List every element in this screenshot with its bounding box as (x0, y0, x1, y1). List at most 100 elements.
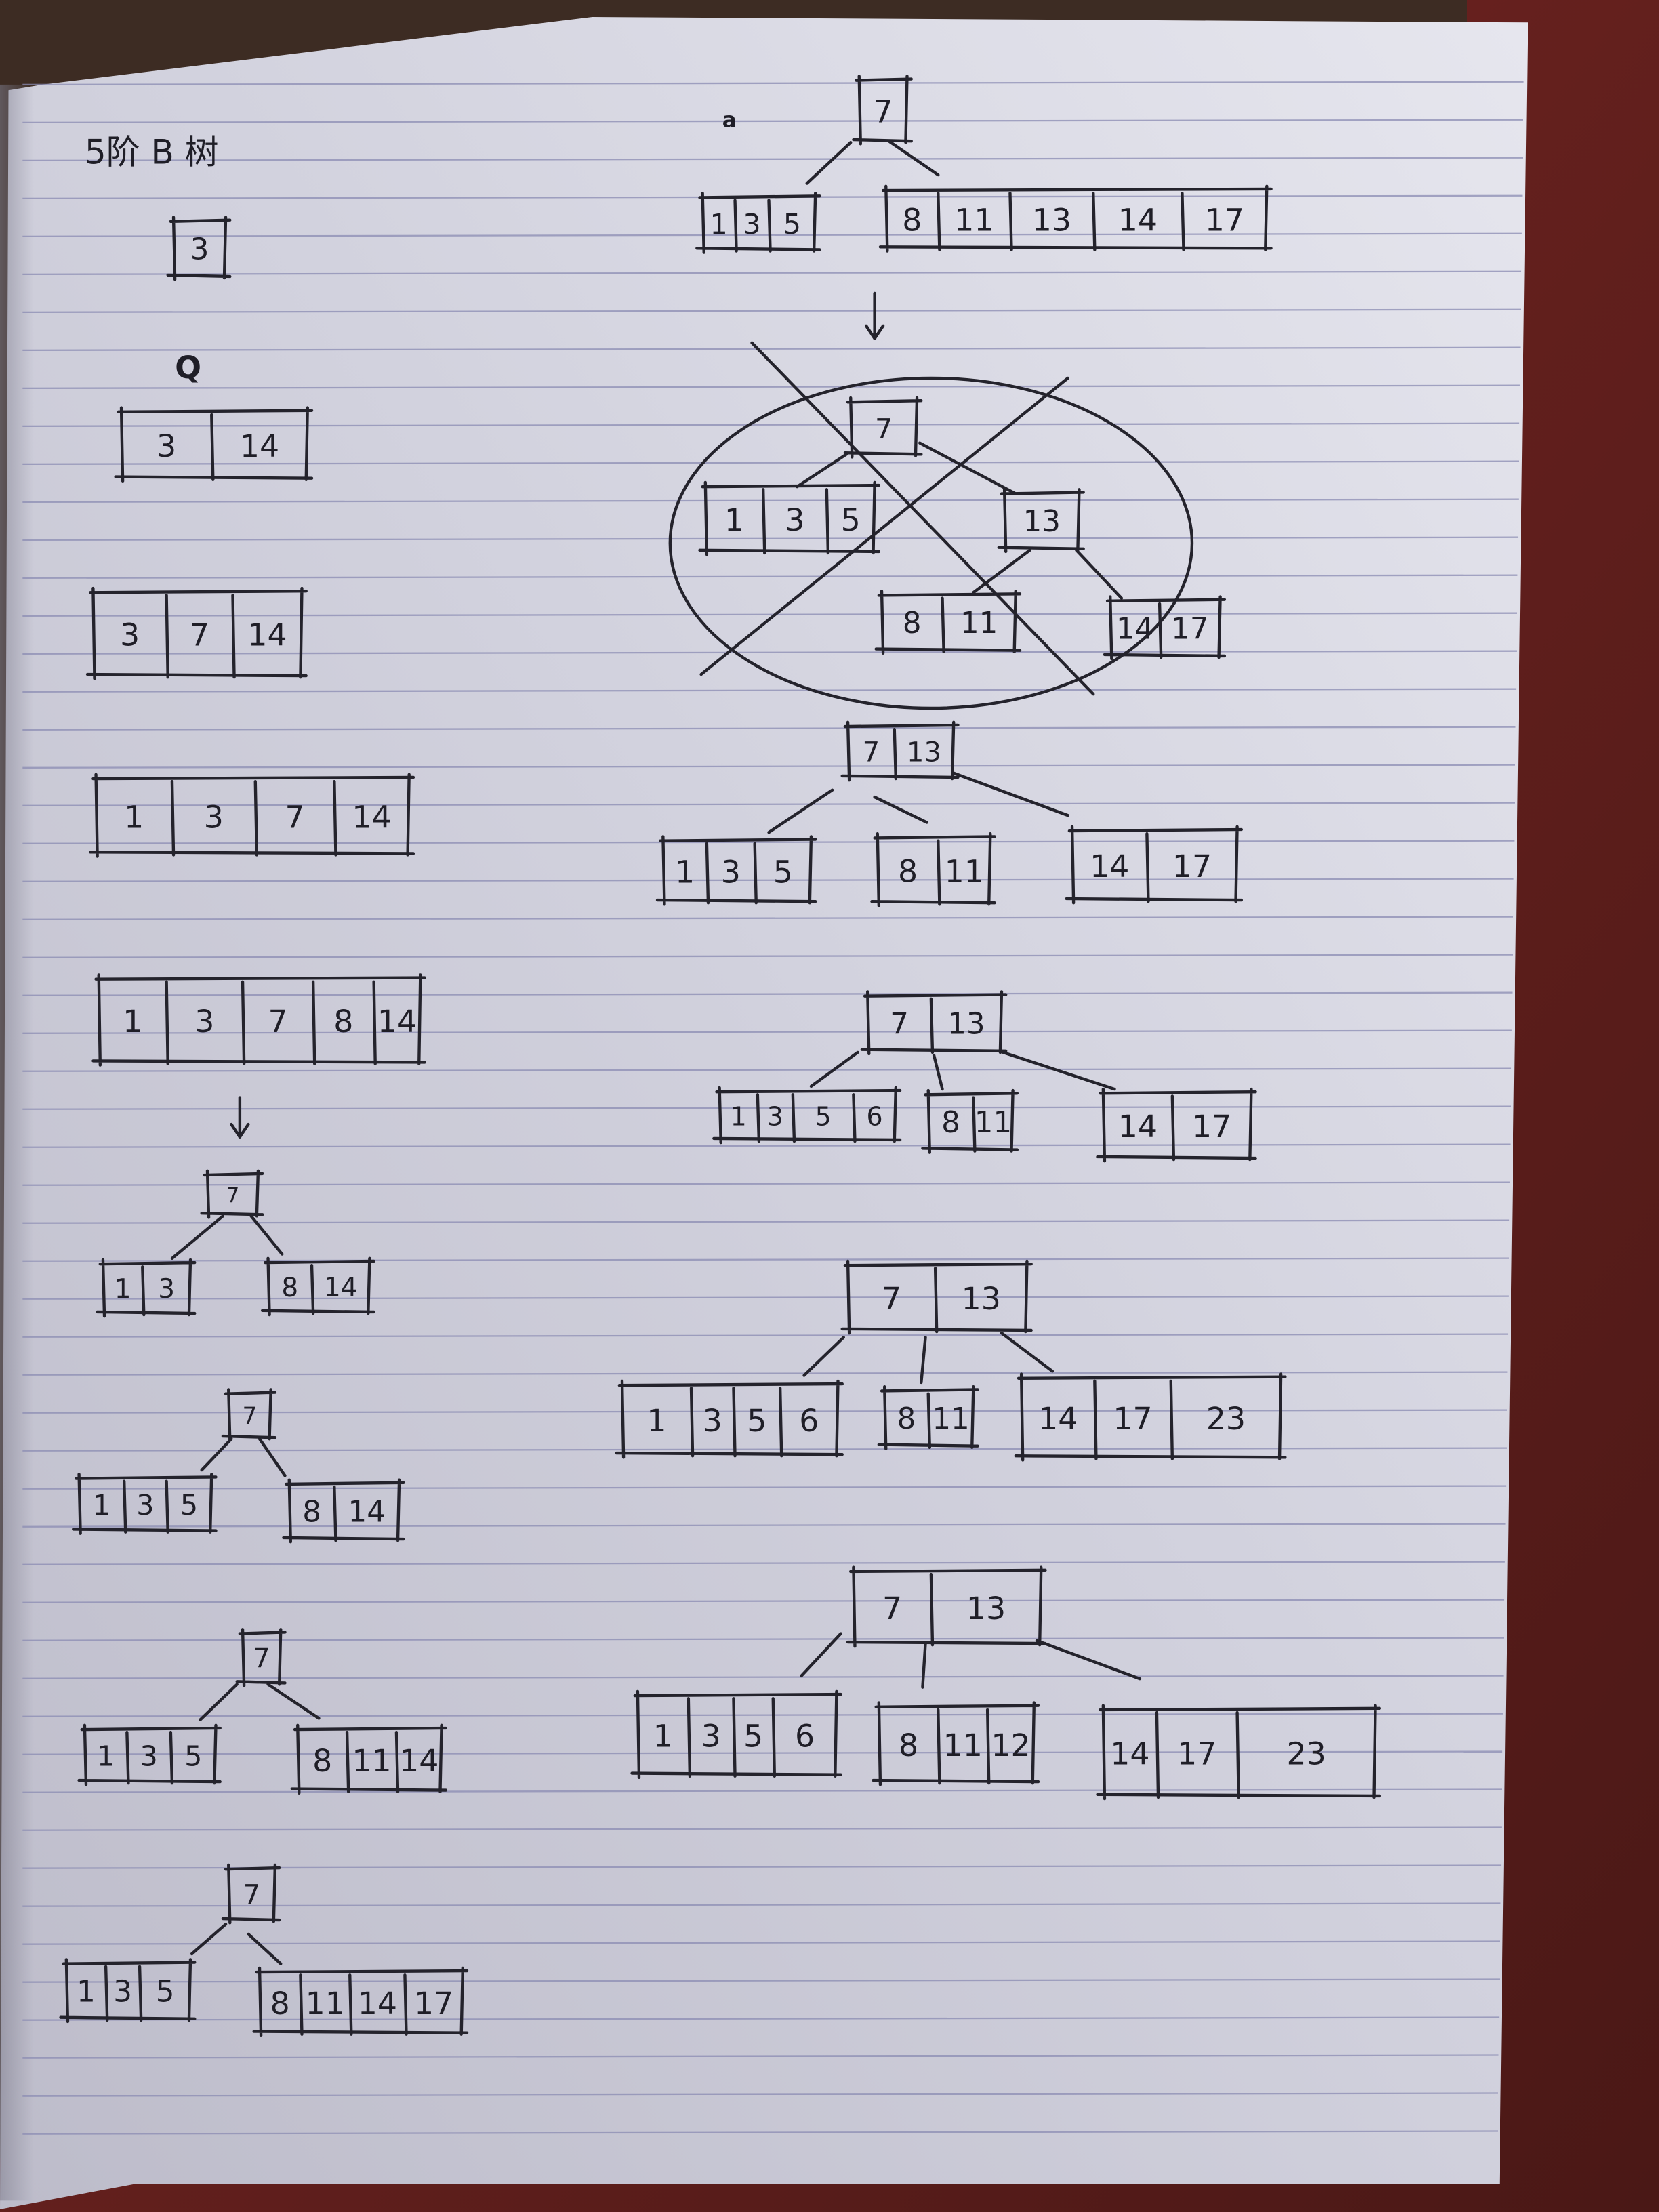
node-divider (165, 1479, 169, 1534)
node-key: 14 (348, 1496, 386, 1530)
tree-edge (802, 1336, 846, 1377)
tree-edge (1035, 1639, 1142, 1681)
node-divider (732, 1387, 737, 1458)
ruled-line (22, 308, 1521, 314)
ruled-line (22, 460, 1519, 466)
node-divider (756, 1093, 761, 1143)
node-divider (1170, 1094, 1176, 1162)
node-divider (333, 780, 337, 857)
node-outline (655, 835, 817, 906)
node-outline (72, 1473, 218, 1535)
ruled-line (22, 2016, 1500, 2021)
node-divider (122, 1479, 127, 1534)
node-divider (929, 997, 935, 1054)
node-divider (778, 1387, 783, 1458)
node-divider (825, 488, 830, 555)
node-outline (870, 832, 996, 907)
node-key: 17 (1171, 612, 1208, 646)
tree-edge (247, 1932, 283, 1965)
ruled-line (22, 1902, 1501, 1907)
ruled-line (22, 1940, 1500, 1945)
node-key: 7 (243, 1880, 261, 1911)
node-key: 3 (113, 1975, 132, 2009)
node-divider (138, 1965, 143, 2022)
node-key: 8 (333, 1003, 353, 1040)
node-key: 7 (890, 1007, 909, 1041)
tree-edge (249, 1214, 284, 1256)
node-key: 17 (1177, 1735, 1216, 1771)
node-key: 3 (785, 501, 804, 538)
btree-node: 7 (200, 1169, 264, 1219)
ruled-line (22, 650, 1517, 655)
node-key: 12 (991, 1727, 1030, 1763)
node-key: 7 (226, 1183, 240, 1208)
node-key: 1 (93, 1489, 110, 1521)
btree-node: 3 (166, 216, 232, 281)
node-key: 8 (281, 1273, 298, 1303)
node-key: 17 (1113, 1400, 1152, 1437)
page-title: 5阶 B 树 (85, 132, 219, 171)
ruled-line (22, 1181, 1510, 1186)
node-key: 1 (647, 1402, 666, 1439)
node-outline (1103, 595, 1227, 661)
node-outline (695, 191, 821, 254)
tree-edge (921, 1641, 927, 1689)
node-divider (311, 980, 316, 1065)
ruled-line (22, 270, 1522, 276)
ruled-line (22, 1067, 1512, 1072)
node-divider (299, 1973, 304, 2036)
node-key: 5 (156, 1975, 175, 2009)
ruled-line (22, 1333, 1509, 1338)
node-key: 7 (268, 1003, 288, 1040)
node-outline (200, 1169, 264, 1219)
node-key: 8 (270, 1985, 290, 2022)
node-outline (712, 1086, 902, 1145)
node-outline (89, 773, 415, 858)
node-divider (937, 839, 941, 906)
ruled-line (22, 954, 1513, 958)
down-arrow-icon (230, 1096, 250, 1139)
ruled-line (22, 1143, 1511, 1148)
ruled-line (22, 1750, 1503, 1755)
node-key: 3 (157, 428, 176, 464)
node-outline (872, 1701, 1040, 1786)
node-outline (852, 75, 913, 146)
tree-edge (170, 1214, 225, 1261)
down-arrow-icon (864, 291, 885, 340)
ruled-line (22, 1788, 1502, 1793)
ruled-line (22, 1637, 1504, 1641)
tree-edge (873, 795, 928, 824)
node-key: 14 (324, 1273, 358, 1303)
ruled-line (22, 574, 1518, 579)
node-outline (846, 1565, 1047, 1648)
node-divider (972, 1096, 977, 1153)
node-divider (732, 1697, 737, 1778)
ruled-lines (22, 81, 1524, 2135)
node-divider (687, 1697, 692, 1778)
tree-edge (932, 1053, 944, 1091)
node-divider (1155, 1711, 1160, 1799)
node-key: 14 (1038, 1400, 1078, 1437)
node-key: 7 (863, 737, 880, 769)
node-key: 3 (701, 1717, 721, 1754)
node-divider (1145, 832, 1150, 903)
node-divider (310, 1264, 315, 1315)
btree-node: 7 (852, 75, 913, 146)
node-outline (290, 1723, 447, 1795)
node-key: 14 (358, 1985, 397, 2022)
node-key: 13 (1032, 202, 1071, 239)
node-key: 1 (124, 798, 144, 835)
node-key: 13 (907, 737, 941, 769)
